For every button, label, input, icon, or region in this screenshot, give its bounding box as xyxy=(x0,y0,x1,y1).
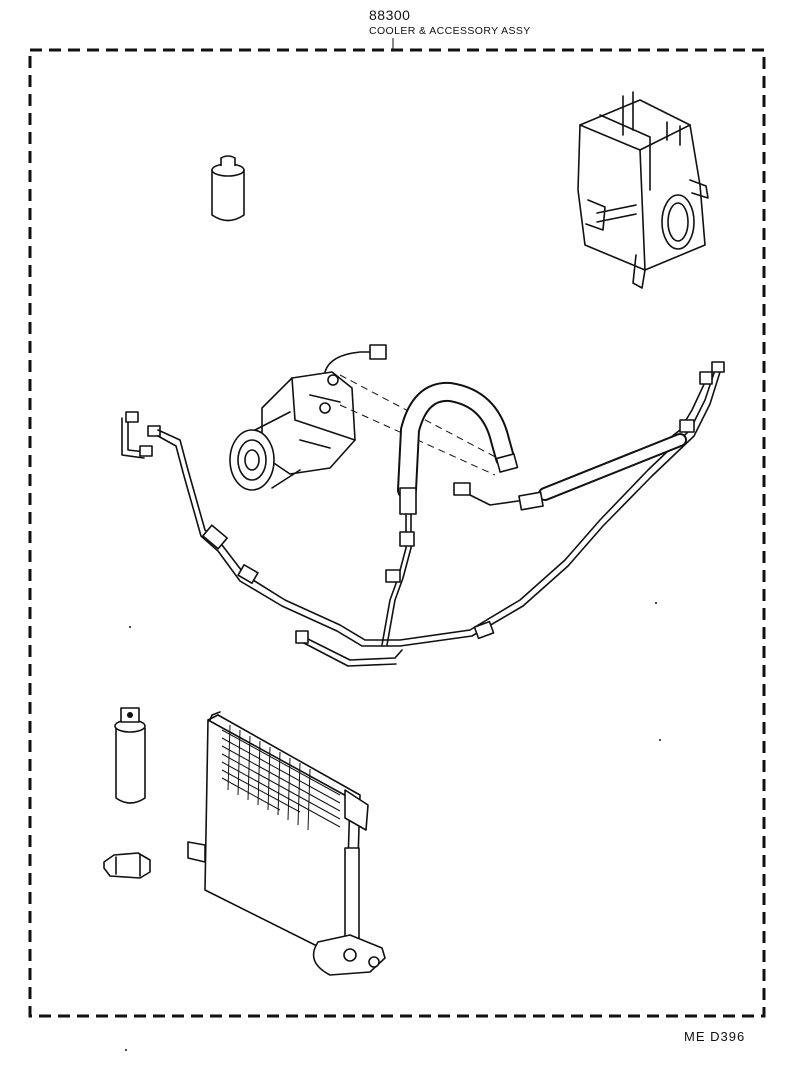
speck xyxy=(659,739,661,741)
reference-code: ME D396 xyxy=(684,1029,746,1044)
compressor xyxy=(229,344,387,491)
condenser xyxy=(187,711,386,976)
speck xyxy=(129,626,131,628)
speck xyxy=(655,602,657,604)
speck xyxy=(125,1049,127,1051)
clamp-bracket xyxy=(103,852,151,879)
part-number: 88300 xyxy=(369,7,411,23)
assembly-name: COOLER & ACCESSORY ASSY xyxy=(369,25,531,37)
assembly-frame xyxy=(28,48,766,1018)
refrigerant-hoses xyxy=(121,361,725,667)
evaporator-unit xyxy=(577,91,709,289)
receiver-small xyxy=(211,155,245,222)
receiver-dryer xyxy=(114,707,146,804)
